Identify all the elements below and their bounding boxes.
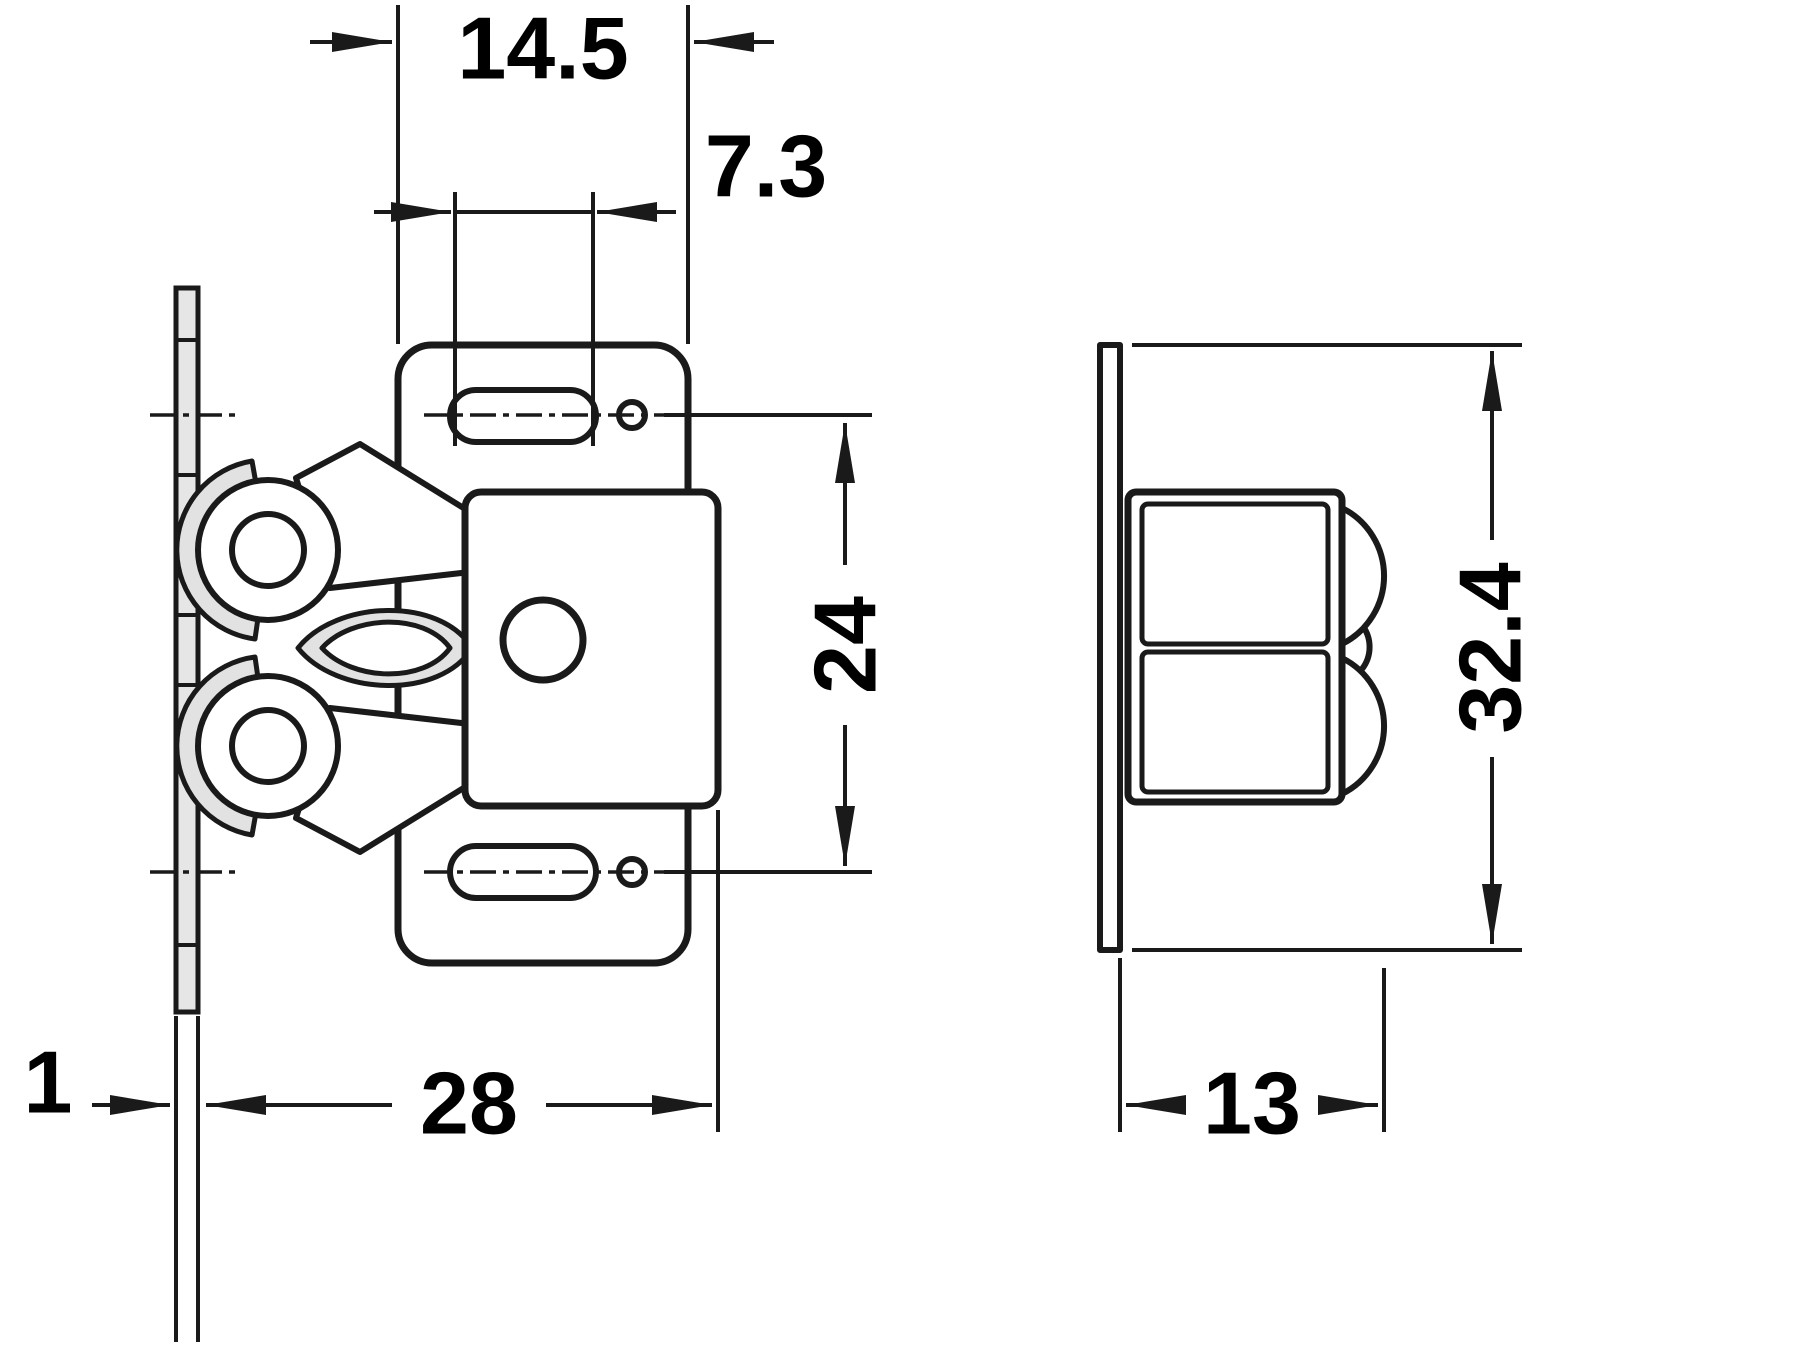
front-view — [150, 285, 722, 1015]
catch-housing — [461, 488, 722, 810]
side-roller-top — [1139, 501, 1331, 647]
dim-plate-thickness: 1 — [24, 1033, 170, 1132]
roller-bump-bottom — [1340, 655, 1388, 797]
dim-hole-spacing: 24 — [664, 413, 895, 874]
dim-label-top-width: 14.5 — [457, 0, 628, 98]
dim-label-hole-spacing: 24 — [796, 596, 895, 694]
dim-depth: 13 — [1118, 958, 1386, 1153]
dim-label-plate-thickness: 1 — [24, 1033, 73, 1132]
dim-label-depth: 13 — [1203, 1054, 1301, 1153]
dim-hole-offset: 7.3 — [374, 117, 827, 446]
housing-hole — [499, 596, 587, 684]
side-plate — [1097, 342, 1123, 953]
roller-bottom-hub — [229, 707, 307, 785]
dim-label-overall-width: 28 — [420, 1054, 518, 1153]
dim-overall-width: 28 — [174, 810, 720, 1342]
side-roller-bottom — [1139, 649, 1331, 795]
dim-overall-height: 32.4 — [1132, 343, 1540, 952]
dim-label-hole-offset: 7.3 — [705, 117, 827, 216]
roller-top-hub — [229, 511, 307, 589]
dim-label-overall-height: 32.4 — [1441, 562, 1540, 733]
strike-plate — [173, 285, 201, 1015]
roller-bump-top — [1340, 505, 1388, 647]
dim-top-width: 14.5 — [310, 0, 774, 344]
spring-inner — [319, 619, 453, 677]
side-view — [1097, 342, 1388, 953]
